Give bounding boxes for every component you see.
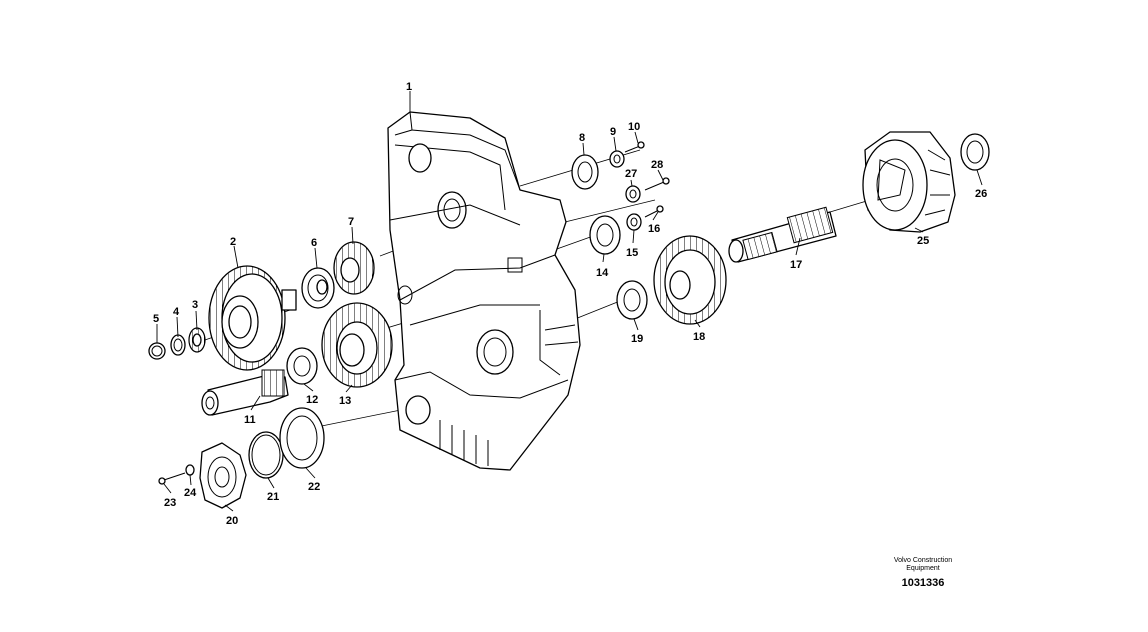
callout-20: 20 [226,515,238,527]
callout-3: 3 [192,299,198,311]
flange-part-20 [199,442,247,509]
bearing-part-6 [301,267,335,309]
callout-13: 13 [339,395,351,407]
bolt-part-16 [644,205,664,218]
callout-21: 21 [267,491,279,503]
washer-part-24 [185,464,195,476]
washer-part-9 [609,150,625,168]
callout-26: 26 [975,188,987,200]
callout-2: 2 [230,236,236,248]
callout-4: 4 [173,306,180,318]
callout-18: 18 [693,331,705,343]
callout-17: 17 [790,259,802,271]
washer-part-27 [625,185,641,203]
leader-lines [156,91,983,512]
clutch-hub-part-25 [862,131,956,233]
washer-part-15 [626,213,642,231]
bearing-part-14 [589,215,621,255]
callout-22: 22 [308,481,320,493]
callout-8: 8 [579,132,585,144]
callout-19: 19 [631,333,643,345]
callout-7: 7 [348,216,354,228]
bearing-part-26 [960,133,990,171]
callout-23: 23 [164,497,176,509]
shaft-part-11 [201,369,289,416]
bearing-part-19 [616,280,648,320]
o-ring-part-21 [248,431,284,479]
callout-10: 10 [628,121,640,133]
gear-part-13 [321,302,393,388]
callout-25: 25 [917,235,929,247]
circlip-part-5 [148,342,166,360]
callout-12: 12 [306,394,318,406]
callout-28: 28 [651,159,663,171]
callout-5: 5 [153,313,159,325]
gasket-part-22 [279,407,325,469]
transmission-housing [387,111,581,471]
drawing-number: 1031336 [901,577,945,589]
drawing-footer: Volvo Construction Equipment 1031336 [868,557,978,589]
bolt-part-28 [644,177,670,191]
callout-6: 6 [311,237,317,249]
callout-27: 27 [625,168,637,180]
footer-company-line-1: Volvo Construction [893,557,953,564]
callout-9: 9 [610,126,616,138]
washer-part-4 [170,334,186,356]
bolt-part-23 [158,472,186,485]
bearing-part-8 [571,154,599,190]
bolt-part-10 [624,141,645,153]
spline-shaft-part-17 [728,206,837,263]
gear-part-18 [653,235,727,325]
callout-15: 15 [626,247,638,259]
bearing-part-12 [286,347,318,385]
gear-part-7 [333,241,375,295]
callout-24: 24 [184,487,197,499]
needle-bearing-part-3 [188,327,206,353]
callout-11: 11 [244,414,256,426]
callout-14: 14 [596,267,609,279]
callout-1: 1 [406,81,412,93]
footer-company-line-2: Equipment [906,565,940,572]
gear-part-2 [208,265,297,371]
callout-16: 16 [648,223,660,235]
callout-numbers: 1 2 3 4 5 6 7 8 9 10 11 12 13 14 15 16 1… [153,81,987,527]
